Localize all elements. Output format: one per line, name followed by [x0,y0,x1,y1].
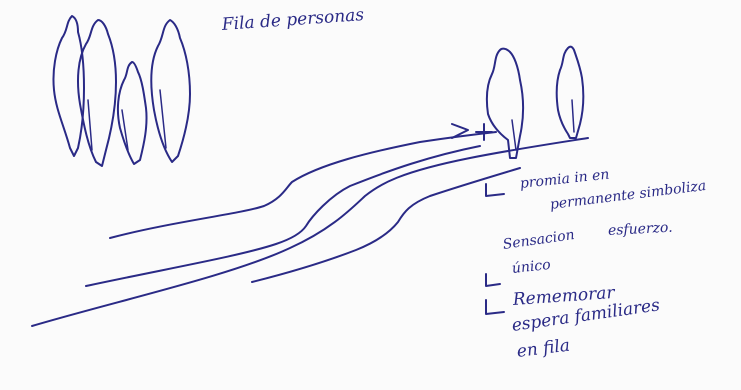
annotation-line: esfuerzo. [608,221,673,239]
corner-arrow-icon [486,300,504,314]
path-edge-inner [252,168,520,282]
annotation-pointers [486,184,504,314]
path-edge-lower [32,138,588,326]
person-figure-4 [151,20,190,162]
corner-arrow-icon [486,274,500,286]
plus-icon [476,124,492,140]
person-figure-6 [557,47,584,138]
queue-people-group [53,16,190,166]
person-figure-5 [487,49,523,158]
path-edge-upper [110,132,496,238]
winding-path [32,132,588,326]
path-edge-middle [86,146,480,286]
corner-arrow-icon [486,184,504,196]
person-figure-1 [53,16,84,156]
